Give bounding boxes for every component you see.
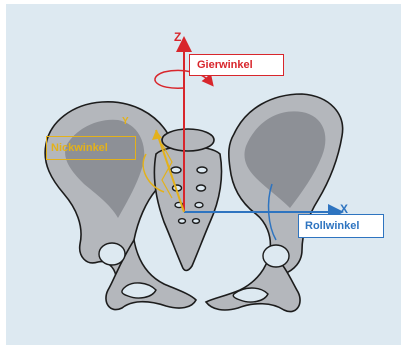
pitch-label-box: Nickwinkel (46, 136, 136, 160)
pitch-label: Nickwinkel (51, 142, 108, 154)
right-acetabulum (263, 245, 289, 267)
l5-vertebra (162, 129, 214, 151)
y-axis-label: Y (122, 116, 129, 127)
roll-label: Rollwinkel (305, 220, 359, 232)
z-axis-label: Z (174, 30, 181, 44)
roll-label-box: Rollwinkel (298, 214, 384, 238)
diagram-panel: Z Y X Gierwinkel Nickwinkel Rollwinkel (6, 4, 401, 345)
left-acetabulum (99, 243, 125, 265)
yaw-label-box: Gierwinkel (189, 54, 284, 76)
yaw-label: Gierwinkel (197, 59, 253, 71)
